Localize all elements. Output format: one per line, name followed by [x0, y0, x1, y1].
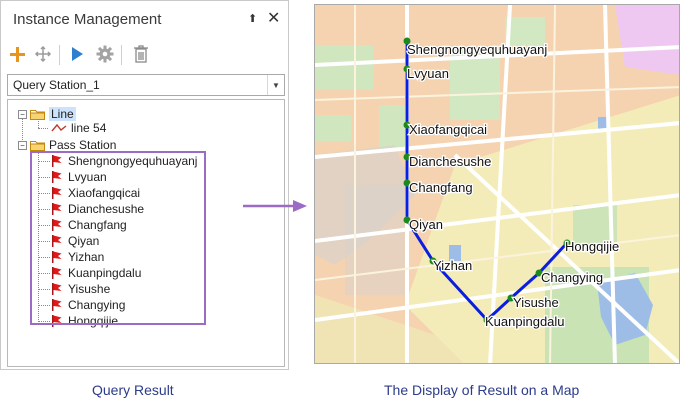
- park-area: [505, 17, 545, 45]
- station-label: Yisushe: [513, 295, 559, 310]
- water-body: [598, 117, 609, 131]
- tree-node-line-label: Line: [49, 107, 76, 121]
- tree-item-line-label: line 54: [71, 121, 107, 135]
- park-area: [379, 105, 409, 151]
- flag-icon: [52, 299, 62, 311]
- gear-icon[interactable]: [93, 41, 117, 67]
- arrow-right-icon: [243, 200, 307, 212]
- station-label: Changfang: [409, 180, 473, 195]
- tree-item-station[interactable]: Xiaofangqicai: [51, 185, 140, 201]
- panel-title: Instance Management: [13, 11, 162, 28]
- flag-icon: [52, 203, 62, 215]
- station-label: Lvyuan: [407, 66, 449, 81]
- map-canvas[interactable]: ShengnongyequhuayanjLvyuanXiaofangqicaiD…: [315, 5, 680, 364]
- tree-item-station-label: Qiyan: [68, 234, 100, 248]
- flag-icon: [52, 235, 62, 247]
- chevron-down-icon[interactable]: ▼: [267, 75, 284, 95]
- station-label: Qiyan: [409, 217, 443, 232]
- collapse-line-toggle[interactable]: −: [18, 110, 27, 119]
- residential-area: [315, 295, 463, 363]
- caption-map-display: The Display of Result on a Map: [384, 382, 580, 398]
- flag-icon: [52, 315, 62, 327]
- tree-item-station[interactable]: Dianchesushe: [51, 201, 144, 217]
- station-point[interactable]: [403, 65, 411, 73]
- instance-dropdown-value: Query Station_1: [13, 78, 100, 92]
- tree-item-station[interactable]: Qiyan: [51, 233, 99, 249]
- instance-dropdown[interactable]: Query Station_1 ▼: [7, 74, 285, 96]
- result-tree: − Line line 54 − Pass Station Shengnongy…: [7, 99, 285, 367]
- collapse-stations-toggle[interactable]: −: [18, 141, 27, 150]
- tree-item-station[interactable]: Changying: [51, 297, 125, 313]
- flag-icon: [52, 187, 62, 199]
- station-label: Dianchesushe: [409, 154, 491, 169]
- station-label: Shengnongyequhuayanj: [407, 42, 547, 57]
- tree-item-station-label: Yisushe: [68, 282, 111, 296]
- close-icon[interactable]: ✕: [267, 10, 281, 27]
- toolbar: [1, 41, 288, 69]
- flag-icon: [52, 219, 62, 231]
- plus-icon[interactable]: [5, 41, 29, 67]
- district-area: [615, 5, 679, 75]
- tree-item-station[interactable]: Kuanpingdalu: [51, 265, 141, 281]
- station-label: Changying: [541, 270, 603, 285]
- query-result-highlight: [30, 151, 206, 325]
- tree-item-station-label: Changying: [68, 298, 126, 312]
- tree-item-line[interactable]: line 54: [51, 120, 106, 136]
- station-point[interactable]: [563, 239, 571, 247]
- station-point[interactable]: [535, 269, 543, 277]
- station-point[interactable]: [403, 179, 411, 187]
- station-label: Yizhan: [433, 258, 472, 273]
- flag-icon: [52, 171, 62, 183]
- tree-item-station[interactable]: Lvyuan: [51, 169, 107, 185]
- station-label: Hongqijie: [565, 239, 619, 254]
- tree-item-station-label: Yizhan: [68, 250, 105, 264]
- caption-query-result: Query Result: [92, 382, 174, 398]
- folder-icon: [30, 140, 45, 151]
- folder-icon: [30, 109, 45, 120]
- tree-node-pass-station[interactable]: Pass Station: [30, 137, 116, 153]
- tree-item-station-label: Kuanpingdalu: [68, 266, 142, 280]
- water-body: [449, 245, 461, 261]
- station-label: Xiaofangqicai: [409, 122, 487, 137]
- instance-management-panel: Instance Management ⬆ ✕: [0, 0, 289, 370]
- tree-item-station-label: Shengnongyequhuayanj: [68, 154, 198, 168]
- station-point[interactable]: [403, 216, 411, 224]
- tree-item-station[interactable]: Shengnongyequhuayanj: [51, 153, 197, 169]
- park-area: [315, 45, 373, 90]
- minor-roads: [315, 5, 679, 363]
- tree-node-pass-station-label: Pass Station: [49, 138, 117, 152]
- station-label: Kuanpingdalu: [485, 314, 565, 329]
- tree-item-station[interactable]: Yisushe: [51, 281, 110, 297]
- tree-item-station[interactable]: Yizhan: [51, 249, 104, 265]
- flag-icon: [52, 251, 62, 263]
- tree-item-station-label: Lvyuan: [68, 170, 107, 184]
- delete-icon[interactable]: [129, 41, 153, 67]
- park-area: [315, 115, 351, 141]
- tree-item-station-label: Dianchesushe: [68, 202, 145, 216]
- move-icon[interactable]: [31, 41, 55, 67]
- station-point[interactable]: [429, 257, 437, 265]
- park-area: [450, 50, 500, 120]
- station-point[interactable]: [403, 153, 411, 161]
- flag-icon: [52, 155, 62, 167]
- polyline-icon: [51, 123, 67, 132]
- flag-icon: [52, 267, 62, 279]
- station-point[interactable]: [403, 37, 411, 45]
- tree-node-line[interactable]: Line: [30, 106, 76, 122]
- road-network: [315, 5, 679, 363]
- station-point[interactable]: [403, 121, 411, 129]
- station-point[interactable]: [507, 294, 515, 302]
- flag-icon: [52, 283, 62, 295]
- tree-item-station-label: Xiaofangqicai: [68, 186, 141, 200]
- tree-item-station-label: Changfang: [68, 218, 127, 232]
- station-point[interactable]: [483, 316, 491, 324]
- tree-item-station[interactable]: Changfang: [51, 217, 127, 233]
- play-icon[interactable]: [65, 41, 89, 67]
- pin-icon[interactable]: ⬆: [248, 13, 258, 25]
